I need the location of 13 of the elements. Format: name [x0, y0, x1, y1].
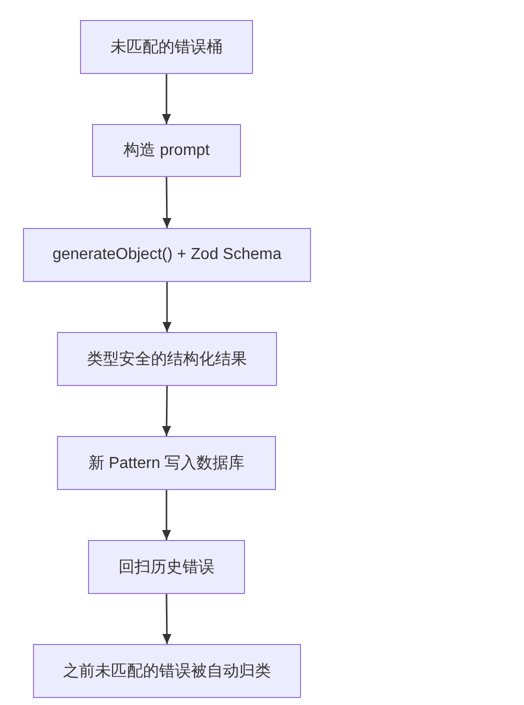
process-box: generateObject() + Zod Schema	[23, 228, 311, 282]
arrow	[162, 490, 171, 540]
arrow	[162, 282, 172, 332]
arrow	[162, 594, 172, 644]
process-box: 类型安全的结构化结果	[57, 332, 277, 386]
arrow	[162, 386, 172, 436]
process-box: 之前未匹配的错误被自动归类	[33, 644, 301, 698]
process-box: 回扫历史错误	[88, 540, 245, 594]
process-box: 构造 prompt	[92, 124, 241, 177]
process-box: 未匹配的错误桶	[80, 20, 253, 74]
arrow	[162, 74, 171, 124]
process-box: 新 Pattern 写入数据库	[57, 436, 276, 490]
arrow	[162, 177, 172, 228]
